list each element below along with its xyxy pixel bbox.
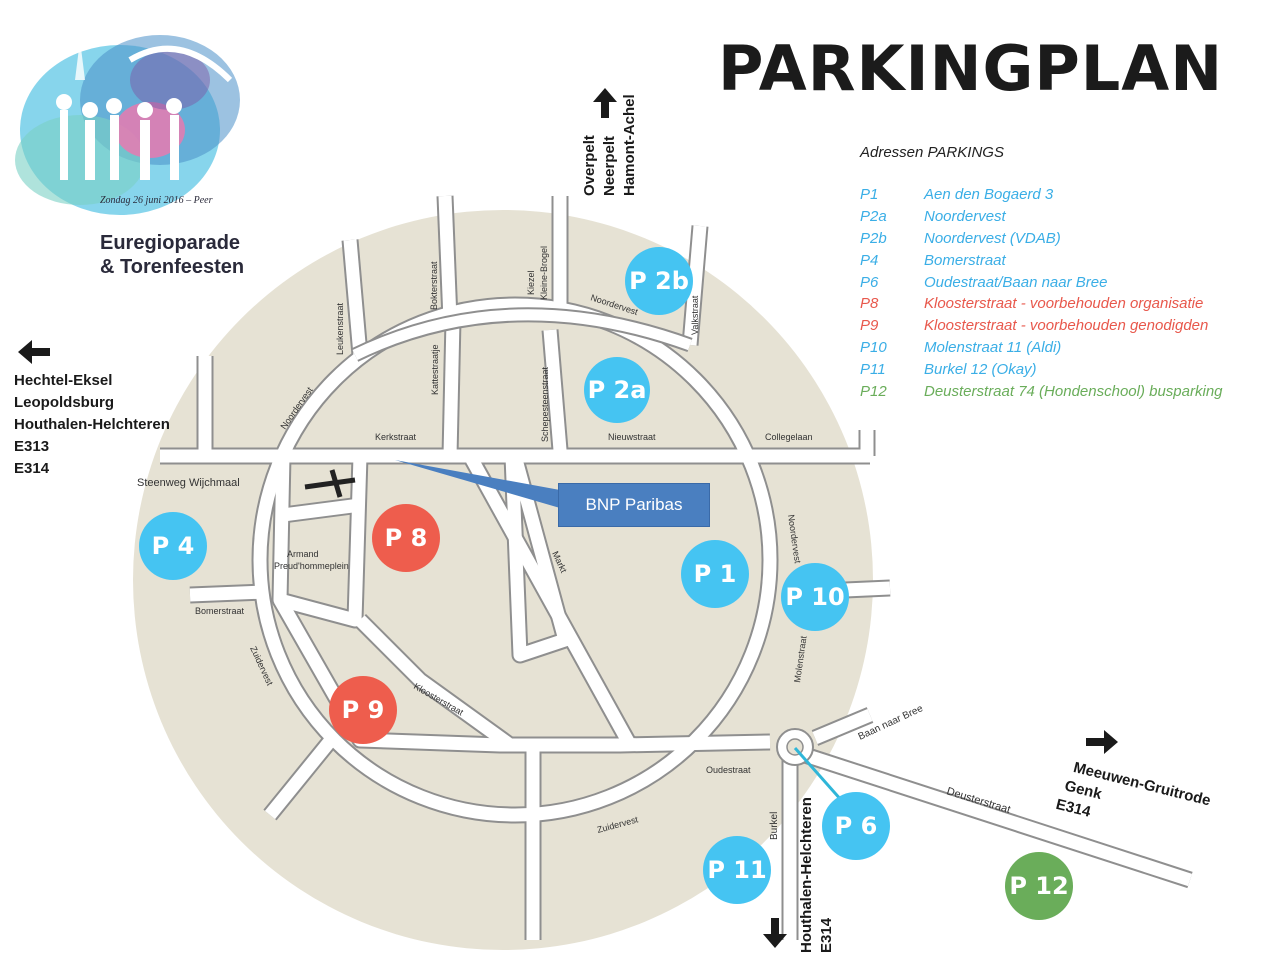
parking-marker-p8[interactable]: P 8 — [372, 504, 440, 572]
parking-marker-label: P 12 — [1009, 872, 1069, 900]
logo-date: Zondag 26 juni 2016 – Peer — [100, 195, 213, 206]
street-label: Nieuwstraat — [608, 432, 656, 442]
parking-marker-label: P 9 — [341, 696, 385, 724]
direction-label: Leopoldsburg — [14, 394, 114, 411]
legend-address: Kloosterstraat - voorbehouden genodigden — [924, 317, 1209, 335]
direction-label: E314 — [818, 917, 835, 953]
direction-label: Houthalen-Helchteren — [798, 797, 815, 953]
parking-marker-p12[interactable]: P 12 — [1005, 852, 1073, 920]
parking-marker-p6[interactable]: P 6 — [822, 792, 890, 860]
legend-code: P11 — [860, 361, 886, 379]
street-label: Leukenstraat — [335, 302, 345, 355]
legend-code: P12 — [860, 383, 887, 401]
logo: Zondag 26 juni 2016 – Peer Euregioparade… — [10, 20, 270, 290]
parking-marker-label: P 8 — [384, 524, 428, 552]
street-label: Kiezel — [526, 270, 536, 295]
street-label: Bokterstraat — [429, 261, 439, 310]
parking-marker-label: P 1 — [693, 560, 737, 588]
street-label: Schepesteenstraat — [540, 366, 550, 442]
church-icon — [304, 469, 356, 498]
direction-label: E314 — [14, 460, 50, 477]
legend-row: P11 Burkel 12 (Okay) — [860, 361, 1223, 383]
legend-row: P10 Molenstraat 11 (Aldi) — [860, 339, 1223, 361]
logo-title-1: Euregioparade — [100, 232, 241, 254]
street-label: Kleine-Brogel — [539, 246, 549, 300]
street-label: Steenweg Wijchmaal — [137, 477, 240, 489]
legend-row: P8 Kloosterstraat - voorbehouden organisa… — [860, 295, 1223, 317]
street-label: Armand — [287, 549, 319, 559]
legend-row: P2b Noordervest (VDAB) — [860, 230, 1223, 252]
parking-marker-label: P 10 — [785, 583, 845, 611]
street-label: Kerkstraat — [375, 432, 417, 442]
direction-label: Overpelt — [581, 135, 598, 196]
legend-address: Noordervest (VDAB) — [924, 229, 1061, 247]
direction-west: Hechtel-Eksel Leopoldsburg Houthalen-Hel… — [14, 370, 170, 480]
street-label: Burkel — [769, 812, 780, 840]
legend-code: P9 — [860, 317, 879, 335]
legend-row: P6 Oudestraat/Baan naar Bree — [860, 274, 1223, 296]
arrow-west-icon — [18, 340, 50, 364]
logo-title-2: & Torenfeesten — [100, 256, 245, 278]
legend-address: Aen den Bogaerd 3 — [924, 186, 1054, 203]
parking-marker-p11[interactable]: P 11 — [703, 836, 771, 904]
parking-marker-label: P 2a — [587, 376, 647, 404]
legend-address: Bomerstraat — [924, 251, 1006, 269]
direction-label: Neerpelt — [601, 135, 618, 196]
parking-marker-label: P 6 — [834, 812, 878, 840]
legend-address: Noordervest — [924, 207, 1006, 225]
parking-marker-label: P 2b — [629, 267, 689, 295]
parking-marker-p10[interactable]: P 10 — [781, 563, 849, 631]
street-label: Valkstraat — [690, 295, 700, 335]
parking-marker-p2b[interactable]: P 2b — [625, 247, 693, 315]
parking-marker-p9[interactable]: P 9 — [329, 676, 397, 744]
logo-graphic — [15, 35, 240, 215]
legend-row: P4 Bomerstraat — [860, 252, 1223, 274]
arrow-north-icon — [593, 88, 617, 118]
legend-code: P2a — [860, 207, 887, 225]
parking-marker-label: P 4 — [151, 532, 195, 560]
legend-address: Burkel 12 (Okay) — [924, 361, 1037, 379]
parking-marker-p1[interactable]: P 1 — [681, 540, 749, 608]
legend-address: Molenstraat 11 (Aldi) — [924, 339, 1062, 357]
parking-marker-p2a[interactable]: P 2a — [584, 357, 650, 423]
legend-heading: Adressen PARKINGS — [860, 144, 1004, 161]
parking-marker-label: P 11 — [707, 856, 767, 884]
street-label: Oudestraat — [706, 765, 751, 775]
street-label: Bomerstraat — [195, 606, 245, 616]
legend-row: P2a Noordervest — [860, 208, 1223, 230]
legend-code: P1 — [860, 186, 879, 203]
arrow-south-icon — [763, 918, 787, 948]
direction-label: E313 — [14, 438, 50, 455]
direction-label: Hechtel-Eksel — [14, 372, 113, 389]
direction-label: Houthalen-Helchteren — [14, 416, 170, 433]
direction-south: Houthalen-Helchteren E314 — [797, 797, 837, 953]
legend-code: P8 — [860, 295, 879, 313]
legend-address: Oudestraat/Baan naar Bree — [924, 273, 1108, 291]
street-label: Kattestraatje — [430, 344, 440, 395]
direction-label: Hamont-Achel — [621, 94, 638, 196]
street-label: Collegelaan — [765, 432, 813, 442]
direction-north: Overpelt Neerpelt Hamont-Achel — [580, 94, 640, 196]
legend-row: P1 Aen den Bogaerd 3 — [860, 186, 1223, 208]
legend-code: P2b — [860, 229, 887, 247]
legend-row: P9 Kloosterstraat - voorbehouden genodigd… — [860, 317, 1223, 339]
legend-code: P6 — [860, 273, 879, 291]
street-label: Preud'hommeplein — [274, 561, 349, 571]
bnp-pointer — [395, 460, 560, 508]
roads — [160, 195, 1193, 940]
bnp-paribas-label: BNP Paribas — [558, 483, 710, 527]
legend-address: Kloosterstraat - voorbehouden organisati… — [924, 295, 1204, 313]
page-title: PARKINGPLAN — [718, 32, 1224, 105]
legend-address: Deusterstraat 74 (Hondenschool) busparki… — [924, 383, 1223, 401]
legend-code: P10 — [860, 339, 887, 357]
arrow-east-icon — [1086, 730, 1118, 754]
legend-row: P12 Deusterstraat 74 (Hondenschool) buspa… — [860, 383, 1223, 405]
parking-marker-p4[interactable]: P 4 — [139, 512, 207, 580]
bnp-paribas-text: BNP Paribas — [585, 495, 683, 514]
legend-code: P4 — [860, 251, 879, 269]
